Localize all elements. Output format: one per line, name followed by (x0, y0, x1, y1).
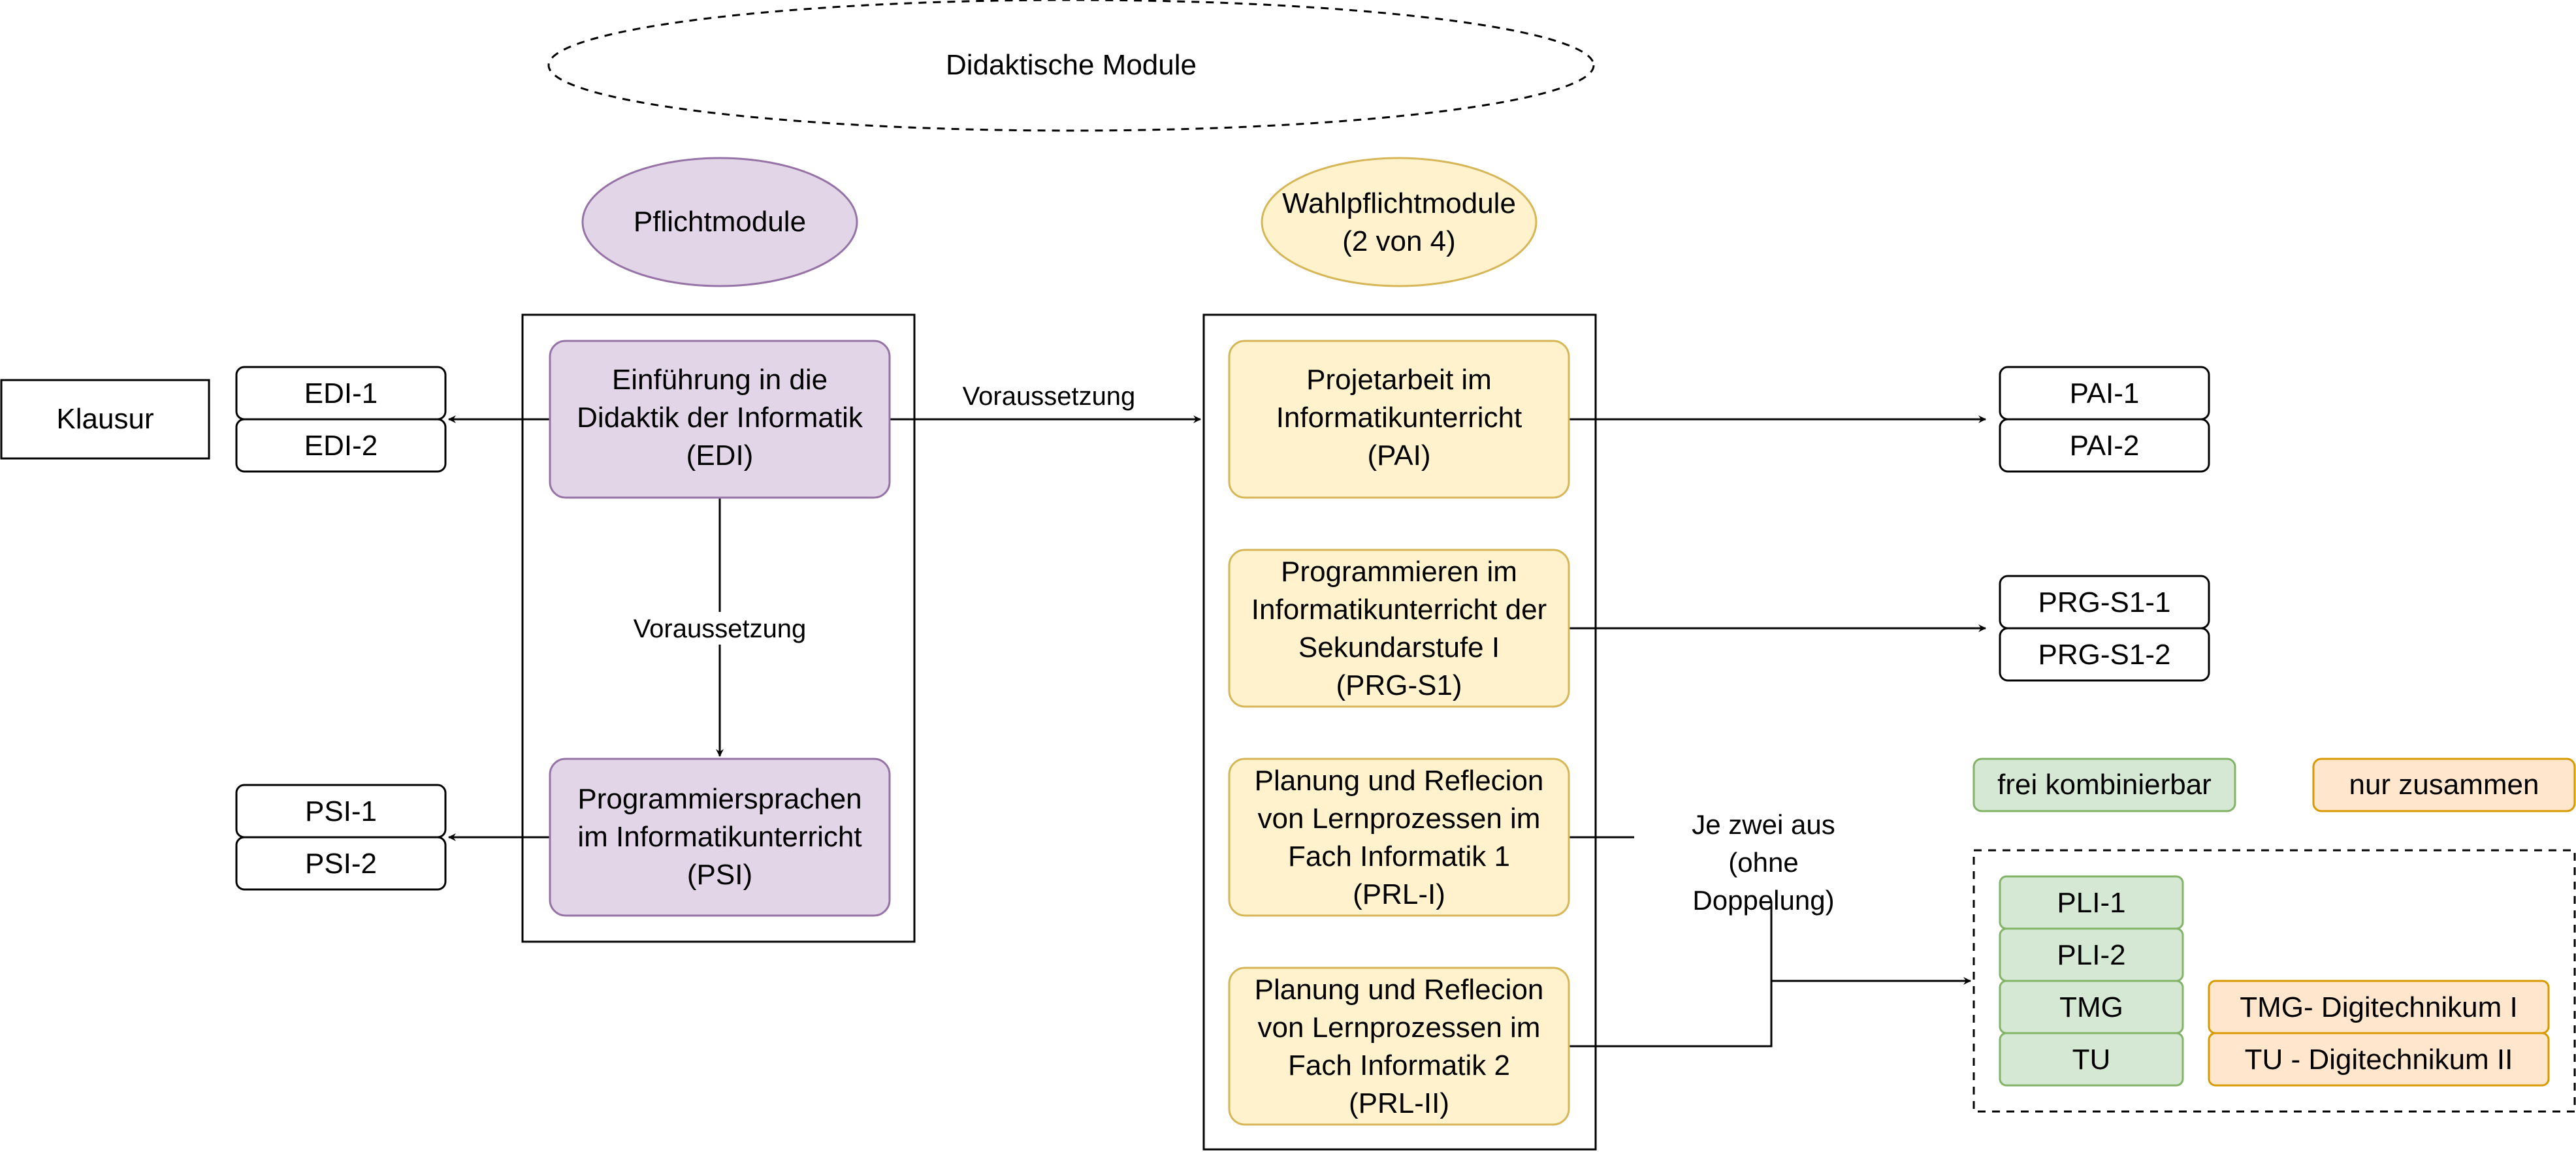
part-tmg-digitechnikum: TMG- Digitechnikum I (2208, 980, 2550, 1034)
svg-text:Je zwei aus: Je zwei aus (1692, 809, 1835, 840)
svg-text:Didaktik der Informatik: Didaktik der Informatik (577, 402, 863, 434)
elective-category-line-1: Wahlpflichtmodule (1282, 187, 1516, 219)
part-tu-digitechnikum: TU - Digitechnikum II (2208, 1032, 2550, 1087)
svg-text:TMG- Digitechnikum I: TMG- Digitechnikum I (2240, 991, 2517, 1023)
svg-text:(PRG-S1): (PRG-S1) (1336, 669, 1462, 701)
elective-category: Wahlpflichtmodule (2 von 4) (1261, 157, 1538, 287)
edge-prl2-line (1569, 901, 1773, 1048)
svg-text:Programmieren im: Programmieren im (1281, 556, 1517, 588)
svg-text:PAI-1: PAI-1 (2070, 377, 2140, 409)
svg-text:TU: TU (2072, 1044, 2111, 1076)
part-psi-2: PSI-2 (235, 836, 447, 891)
svg-text:im Informatikunterricht: im Informatikunterricht (577, 821, 861, 853)
elective-container (1202, 313, 1597, 1151)
svg-text:(ohne: (ohne (1728, 847, 1798, 878)
module-prg-s1: Programmieren im Informatikunterricht de… (1228, 549, 1570, 708)
title-node: Didaktische Module (547, 0, 1595, 132)
part-edi-1: EDI-1 (235, 366, 447, 421)
svg-text:(PRL-I): (PRL-I) (1353, 878, 1445, 910)
svg-text:PRG-S1-2: PRG-S1-2 (2038, 639, 2171, 671)
svg-text:Voraussetzung: Voraussetzung (963, 382, 1136, 411)
legend-only-together: nur zusammen (2312, 758, 2576, 812)
svg-text:EDI-1: EDI-1 (304, 377, 378, 409)
svg-text:von Lernprozessen im: von Lernprozessen im (1258, 1012, 1541, 1044)
part-edi-2: EDI-2 (235, 418, 447, 473)
svg-text:Planung und Reflecion: Planung und Reflecion (1255, 765, 1544, 797)
svg-text:Planung und Reflecion: Planung und Reflecion (1255, 974, 1544, 1006)
exam-label: Klausur (56, 403, 153, 435)
part-pli-2: PLI-2 (1999, 927, 2184, 982)
edge-label-prerequisite-vertical: Voraussetzung (619, 612, 820, 645)
svg-text:PSI-1: PSI-1 (305, 795, 377, 827)
legend-free-combinable: frei kombinierbar (1972, 758, 2236, 812)
svg-text:Sekundarstufe I: Sekundarstufe I (1298, 632, 1500, 664)
mandatory-category-label: Pflichtmodule (634, 206, 806, 238)
svg-text:(EDI): (EDI) (686, 440, 754, 472)
edge-label-choose-two: Je zwei aus (ohne Doppelung) (1692, 809, 1835, 916)
part-psi-1: PSI-1 (235, 784, 447, 839)
part-tmg: TMG (1999, 980, 2184, 1034)
mandatory-category: Pflichtmodule (581, 157, 858, 287)
part-pai-2: PAI-2 (1999, 418, 2210, 473)
svg-text:Doppelung): Doppelung) (1692, 885, 1834, 916)
part-pli-1: PLI-1 (1999, 875, 2184, 930)
svg-text:Fach Informatik 1: Fach Informatik 1 (1288, 840, 1510, 872)
svg-text:von Lernprozessen im: von Lernprozessen im (1258, 803, 1541, 835)
svg-text:(PRL-II): (PRL-II) (1349, 1087, 1449, 1119)
part-prg-s1-1: PRG-S1-1 (1999, 575, 2210, 630)
svg-text:frei kombinierbar: frei kombinierbar (1997, 769, 2212, 801)
svg-text:(PAI): (PAI) (1368, 440, 1431, 472)
svg-text:TMG: TMG (2059, 991, 2123, 1023)
svg-text:Fach Informatik 2: Fach Informatik 2 (1288, 1049, 1510, 1081)
svg-text:PAI-2: PAI-2 (2070, 430, 2140, 462)
exam-box: Klausur (0, 379, 210, 460)
svg-text:PLI-1: PLI-1 (2057, 887, 2125, 919)
part-tu: TU (1999, 1032, 2184, 1087)
svg-text:nur zusammen: nur zusammen (2349, 769, 2539, 801)
svg-text:PRG-S1-1: PRG-S1-1 (2038, 586, 2171, 618)
svg-text:Informatikunterricht: Informatikunterricht (1276, 402, 1522, 434)
module-prl-2: Planung und Reflecion von Lernprozessen … (1228, 967, 1570, 1126)
svg-text:PLI-2: PLI-2 (2057, 939, 2125, 971)
svg-text:TU - Digitechnikum II: TU - Digitechnikum II (2245, 1044, 2513, 1076)
edges (448, 415, 1986, 1048)
part-prg-s1-2: PRG-S1-2 (1999, 627, 2210, 682)
svg-text:PSI-2: PSI-2 (305, 848, 377, 880)
svg-text:(PSI): (PSI) (687, 859, 752, 891)
part-pai-1: PAI-1 (1999, 366, 2210, 421)
svg-text:Informatikunterricht der: Informatikunterricht der (1251, 594, 1547, 626)
svg-text:Programmiersprachen: Programmiersprachen (577, 783, 861, 815)
edge-label-prerequisite-horizontal: Voraussetzung (948, 379, 1150, 411)
mandatory-container (521, 313, 916, 943)
svg-text:Voraussetzung: Voraussetzung (634, 615, 807, 643)
module-pai: Projetarbeit im Informatikunterricht (PA… (1228, 340, 1570, 499)
module-edi: Einführung in die Didaktik der Informati… (549, 340, 891, 499)
module-psi: Programmiersprachen im Informatikunterri… (549, 758, 891, 917)
module-prl-1: Planung und Reflecion von Lernprozessen … (1228, 758, 1570, 917)
elective-category-line-2: (2 von 4) (1342, 225, 1456, 257)
svg-text:EDI-2: EDI-2 (304, 430, 378, 462)
svg-text:Einführung in die: Einführung in die (612, 364, 828, 396)
title-label: Didaktische Module (946, 49, 1197, 81)
svg-text:Projetarbeit im: Projetarbeit im (1306, 364, 1492, 396)
